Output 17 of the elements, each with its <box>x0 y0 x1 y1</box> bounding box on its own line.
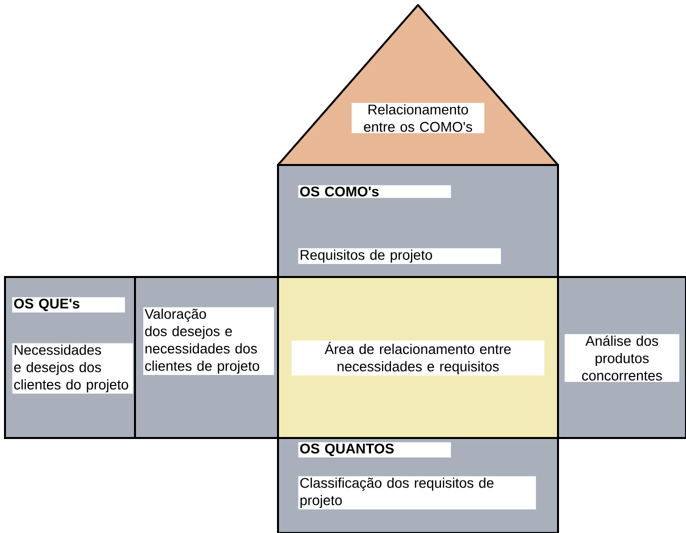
section-heading: OS QUE's <box>12 297 125 312</box>
roof-text: Relacionamento entre os COMO's <box>352 102 484 134</box>
house-section <box>277 164 559 278</box>
section-text: Classificação dos requisitos de projeto <box>298 476 536 510</box>
section-text: Requisitos de projeto <box>298 248 501 264</box>
house-section <box>134 276 279 439</box>
section-heading: OS QUANTOS <box>298 442 451 458</box>
house-section <box>557 276 686 439</box>
house-section <box>277 437 559 533</box>
section-text: Valoração dos desejos e necessidades dos clientes de projeto <box>143 307 274 375</box>
section-text: Área de relacionamento entre necessidades e requisitos <box>292 340 544 376</box>
roof-triangle <box>277 4 559 166</box>
house-section <box>277 276 559 439</box>
section-text: Necessidades e desejos dos clientes do projeto <box>12 343 133 394</box>
house-section <box>4 276 136 439</box>
section-heading: OS COMO's <box>298 185 451 198</box>
section-text: Análise dos produtos concorrentes <box>564 334 680 382</box>
